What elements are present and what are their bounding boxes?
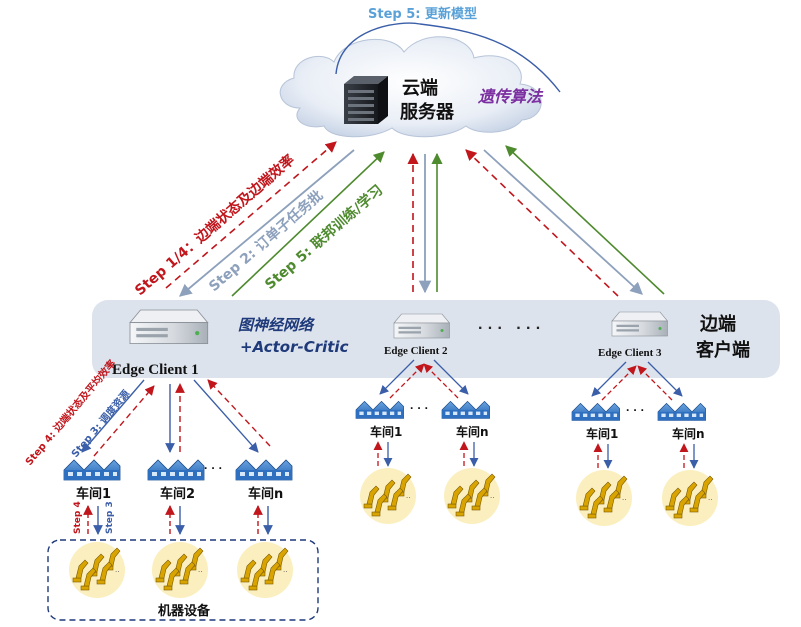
edge-server-icon: [393, 313, 450, 339]
client1-machine-arrows: [83, 505, 273, 535]
client2-arrows: [379, 359, 469, 399]
edge-label-line1: 边端: [699, 314, 736, 335]
client1-workshop-2: 车间2: [160, 486, 195, 502]
update-model-arc: [335, 22, 561, 93]
client2-workshop-1: 车间1: [370, 424, 402, 439]
edge-client-1-label: Edge Client 1: [112, 362, 199, 378]
cloud-edge-arrows: [165, 141, 665, 297]
machine-group-box: [47, 539, 319, 621]
client2-ws-dots: · · ·: [410, 401, 429, 415]
client2-machine-arrows: [373, 441, 479, 467]
client1-workshop-n: 车间n: [248, 486, 283, 502]
factory-icon: [63, 459, 121, 481]
machine-group-label: 机器设备: [158, 603, 211, 619]
machine-step4-label: Step 4: [73, 501, 83, 534]
client2-workshop-n: 车间n: [456, 424, 489, 439]
factory-icon: [147, 459, 205, 481]
client3-workshop-1: 车间1: [586, 426, 618, 441]
edge-server-icon: [129, 309, 209, 345]
edge-server-icon: [611, 311, 668, 337]
genetic-algorithm-label: 遗传算法: [477, 87, 544, 106]
client3-workshop-n: 车间n: [672, 426, 705, 441]
client1-workshop-1: 车间1: [76, 486, 111, 502]
machine-step3-label: Step 3: [105, 501, 115, 534]
factory-icon: [355, 400, 405, 419]
edge-client-3-label: Edge Client 3: [598, 347, 662, 359]
client3-ws-dots: · · ·: [626, 403, 645, 417]
edge-band: [92, 300, 780, 378]
factory-icon: [657, 402, 707, 421]
server-rack-icon: [344, 76, 388, 124]
factory-icon: [571, 402, 621, 421]
factory-icon: [441, 400, 491, 419]
client3-arrows: [591, 361, 683, 401]
edge-client-2-label: Edge Client 2: [384, 345, 448, 357]
cloud-title-line1: 云端: [402, 78, 438, 99]
client1-ws-dots: · · ·: [204, 461, 223, 475]
gnn-label-line1: 图神经网络: [238, 316, 315, 334]
factory-icon: [235, 459, 293, 481]
edge-label-line2: 客户端: [696, 339, 750, 361]
gnn-label-line2: +Actor-Critic: [240, 338, 349, 356]
client1-arrows: [81, 379, 271, 457]
cloud-title-line2: 服务器: [400, 101, 455, 123]
client3-machine-arrows: [593, 443, 699, 469]
step5-update-label: Step 5: 更新模型: [368, 6, 477, 22]
band-ellipsis: · · · · · ·: [478, 320, 541, 337]
